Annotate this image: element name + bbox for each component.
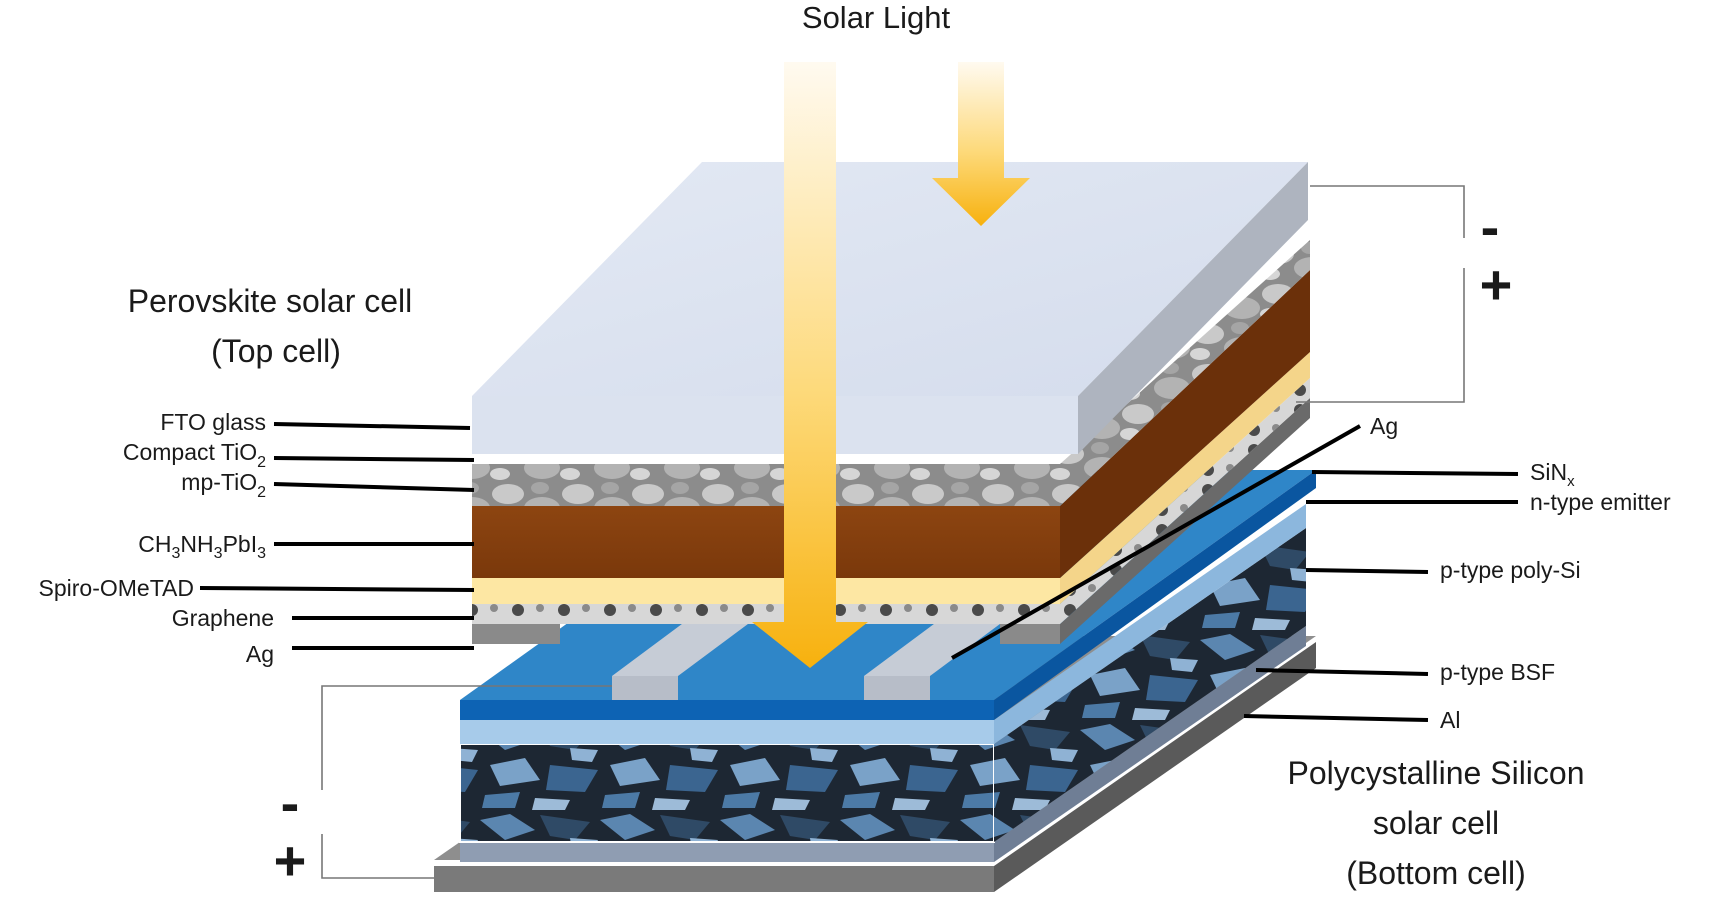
leader-sinx xyxy=(1311,470,1519,476)
si-ag-finger-1 xyxy=(612,618,756,676)
leader-compact-tio2 xyxy=(273,456,475,462)
label-perovskite: CH3NH3PbI3 xyxy=(138,531,266,562)
fto-glass-top xyxy=(472,162,1308,396)
leader-mp-tio2 xyxy=(273,482,475,492)
top-ag-side xyxy=(1060,398,1310,644)
label-sinx: SiNx xyxy=(1530,459,1575,490)
bsf-layer-side xyxy=(994,626,1306,862)
fto-glass-front xyxy=(472,396,1078,454)
solar-light-title: Solar Light xyxy=(802,0,951,35)
top-ag-front-right xyxy=(1000,624,1060,644)
top-cell-wire-lower xyxy=(1296,268,1465,403)
bottom-cell-heading-3: (Bottom cell) xyxy=(1346,855,1526,891)
bottom-terminal-minus: - xyxy=(281,771,300,834)
si-ag-finger-2 xyxy=(864,618,1008,676)
top-terminal-plus: + xyxy=(1480,253,1513,316)
top-cell-heading-1: Perovskite solar cell xyxy=(128,283,413,319)
label-graphene: Graphene xyxy=(172,605,274,631)
al-layer-side xyxy=(994,642,1316,892)
al-layer-front xyxy=(434,866,994,892)
spiro-side xyxy=(1060,352,1310,604)
label-ag-top: Ag xyxy=(246,641,274,667)
n-emitter-front xyxy=(460,720,994,744)
fto-glass-side xyxy=(1078,162,1308,454)
bottom-cell-heading-2: solar cell xyxy=(1373,805,1499,841)
leader-spiro xyxy=(199,586,475,592)
graphene-front xyxy=(472,604,1060,624)
label-n-emitter: n-type emitter xyxy=(1530,489,1671,515)
top-ag-front-left xyxy=(472,624,560,644)
spiro-front xyxy=(472,578,1060,604)
poly-si-side xyxy=(994,528,1306,842)
solar-arrow-long xyxy=(752,62,868,668)
solar-light-arrows xyxy=(752,62,1030,668)
poly-si-front xyxy=(459,743,995,843)
top-cell-wire xyxy=(1310,185,1465,238)
label-mp-tio2: mp-TiO2 xyxy=(181,469,266,501)
bottom-cell-heading-1: Polycystalline Silicon xyxy=(1287,755,1584,791)
leader-ag-si xyxy=(951,424,1361,660)
label-spiro: Spiro-OMeTAD xyxy=(39,575,195,601)
leader-p-bsf xyxy=(1255,668,1429,676)
label-p-poly-si: p-type poly-Si xyxy=(1440,557,1581,583)
leader-al xyxy=(1243,714,1429,722)
si-ag-finger-2-front xyxy=(864,676,930,700)
label-p-bsf: p-type BSF xyxy=(1440,659,1555,685)
mp-tio2-side xyxy=(1060,240,1310,506)
bottom-cell-wire-lower xyxy=(321,834,434,879)
label-ag-si: Ag xyxy=(1370,413,1398,439)
leader-fto xyxy=(273,422,471,430)
mp-tio2-front xyxy=(472,464,1060,506)
circuit-wires xyxy=(321,185,1465,879)
si-ag-finger-1-front xyxy=(612,676,678,700)
label-fto-glass: FTO glass xyxy=(160,409,266,435)
perovskite-front xyxy=(472,506,1060,578)
sinx-side xyxy=(994,470,1316,720)
sinx-front xyxy=(460,700,994,720)
right-leader-lines xyxy=(951,424,1519,722)
bottom-cell-wire xyxy=(321,685,612,790)
top-cell-stack xyxy=(472,162,1310,644)
top-terminal-minus: - xyxy=(1481,195,1500,258)
bottom-terminal-plus: + xyxy=(274,829,307,892)
leader-p-poly-si xyxy=(1305,568,1429,574)
left-leader-lines xyxy=(199,422,475,650)
label-al: Al xyxy=(1440,707,1460,733)
bsf-layer-front xyxy=(460,842,994,862)
perovskite-side xyxy=(1060,270,1310,578)
top-cell-heading-2: (Top cell) xyxy=(211,333,341,369)
label-compact-tio2: Compact TiO2 xyxy=(123,439,266,471)
n-emitter-side xyxy=(994,504,1306,744)
solar-arrow-short xyxy=(932,62,1030,226)
